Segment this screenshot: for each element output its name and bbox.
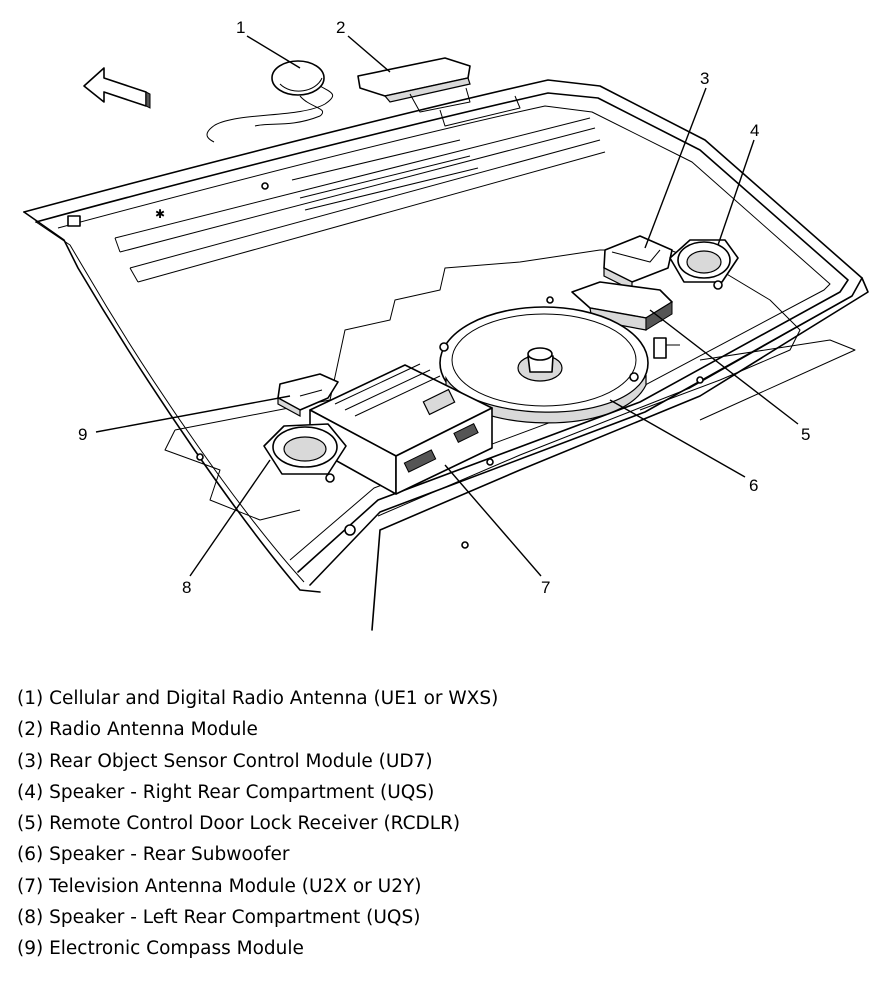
- callout-1: 1: [236, 18, 245, 37]
- forward-arrow-icon: [83, 67, 151, 109]
- legend-item-9: (9) Electronic Compass Module: [17, 938, 304, 960]
- callout-7: 7: [541, 578, 550, 597]
- callout-numbers: 1 2 3 4 5 6 7 8 9: [78, 18, 810, 597]
- rcdlr-module: [571, 281, 680, 359]
- electronic-compass-module: [277, 373, 339, 418]
- radio-antenna-module: [357, 57, 521, 127]
- right-rear-speaker: [669, 239, 739, 290]
- callout-2: 2: [336, 18, 345, 37]
- defroster-mark-icon: ✱: [155, 207, 165, 221]
- rear-subwoofer: [439, 306, 649, 424]
- left-rear-speaker: [263, 423, 347, 483]
- legend-item-7: (7) Television Antenna Module (U2X or U2…: [17, 875, 422, 897]
- legend-item-3: (3) Rear Object Sensor Control Module (U…: [17, 750, 433, 772]
- callout-leaders: [95, 35, 799, 577]
- callout-5: 5: [801, 425, 810, 444]
- legend-item-1: (1) Cellular and Digital Radio Antenna (…: [17, 688, 499, 709]
- callout-6: 6: [749, 476, 758, 495]
- legend-item-2: (2) Radio Antenna Module: [17, 719, 258, 741]
- rear-object-sensor-module: [603, 235, 673, 291]
- legend-item-6: (6) Speaker - Rear Subwoofer: [17, 844, 290, 866]
- rear-window-outline: [23, 79, 869, 631]
- callout-3: 3: [700, 69, 709, 88]
- callout-9: 9: [78, 425, 87, 444]
- component-legend: (1) Cellular and Digital Radio Antenna (…: [17, 683, 877, 965]
- legend-item-5: (5) Remote Control Door Lock Receiver (R…: [17, 813, 461, 835]
- legend-item-8: (8) Speaker - Left Rear Compartment (UQS…: [17, 907, 421, 929]
- component-location-diagram: ✱: [23, 18, 869, 631]
- callout-4: 4: [750, 121, 759, 140]
- cellular-digital-radio-antenna: [206, 60, 334, 143]
- callout-8: 8: [182, 578, 191, 597]
- legend-item-4: (4) Speaker - Right Rear Compartment (UQ…: [17, 781, 435, 803]
- defroster-grid: ✱: [114, 117, 606, 283]
